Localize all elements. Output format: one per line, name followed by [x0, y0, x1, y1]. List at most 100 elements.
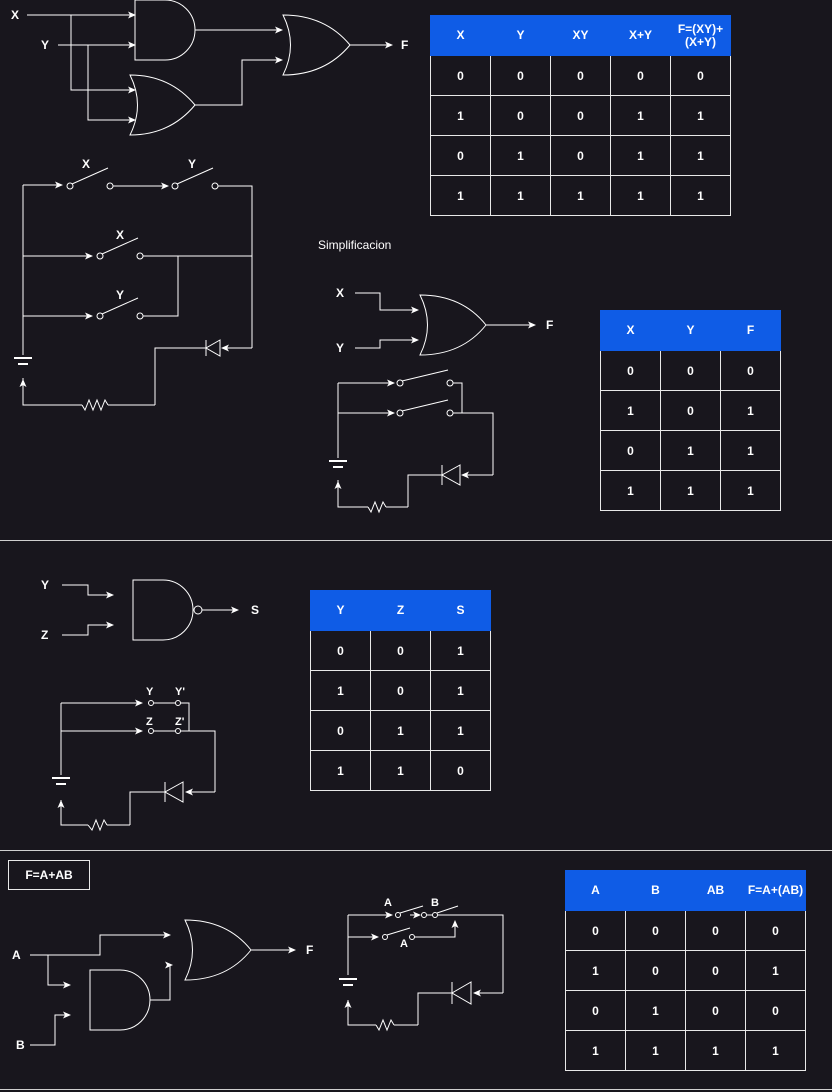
table-header: F [720, 310, 781, 351]
table-cell: 0 [660, 390, 721, 431]
table-cell: 1 [670, 175, 731, 216]
table-cell: 0 [565, 910, 626, 951]
input-z-label: Z [41, 628, 49, 642]
battery [14, 357, 32, 365]
table-cell: 1 [720, 390, 781, 431]
table-row: 0 0 0 0 0 [430, 55, 731, 96]
table-cell: 0 [490, 55, 551, 96]
table-header: F=(XY)+ (X+Y) [670, 15, 731, 56]
switch-b-label: B [431, 897, 439, 909]
table-cell: 1 [490, 175, 551, 216]
table-cell: 1 [430, 630, 491, 671]
table-row: 1 0 0 1 1 [430, 95, 731, 136]
input-a-label: A [12, 948, 21, 962]
switch-y-prime-label: Y' [175, 686, 185, 698]
table-header: F=A+(AB) [745, 870, 806, 911]
table-cell: 1 [565, 950, 626, 991]
table-cell: 0 [430, 750, 491, 791]
section-separator [0, 1089, 832, 1090]
output-f-label: F [401, 38, 409, 52]
resistor [375, 1018, 395, 1032]
table-cell: 1 [310, 750, 371, 791]
battery [329, 460, 347, 468]
simplified-input-x-label: X [336, 286, 345, 300]
table-cell: 0 [625, 910, 686, 951]
output-f-label: F [306, 943, 314, 957]
table-cell: 1 [550, 175, 611, 216]
switch-y-label: Y [146, 686, 154, 698]
table-cell: 1 [670, 135, 731, 176]
simplified-input-y-label: Y [336, 341, 345, 355]
nand-gate [132, 579, 194, 641]
input-b-label: B [16, 1038, 25, 1052]
table-row: 0 0 1 [310, 630, 491, 671]
and-gate [89, 969, 151, 1031]
simplification-title: Simplificacion [318, 238, 392, 252]
table-header: X+Y [610, 15, 671, 56]
table-cell: 1 [660, 470, 721, 511]
truth-table-1: X Y XY X+Y F=(XY)+ (X+Y) 0 0 0 0 0 1 0 0… [430, 15, 731, 216]
led-diode [451, 981, 472, 1005]
table-cell: 1 [685, 1030, 746, 1071]
table-cell: 1 [370, 710, 431, 751]
input-y-label: Y [41, 38, 50, 52]
switch-circuit-2 [329, 369, 494, 514]
table-row: 0 1 1 [600, 430, 781, 471]
table-row: 0 0 0 0 [565, 910, 806, 951]
table-cell: 0 [490, 95, 551, 136]
switch-x2-label: X [116, 228, 125, 242]
switch-circuit-1 [14, 167, 253, 412]
truth-table-3: Y Z S 0 0 1 1 0 1 0 1 1 1 1 0 [310, 590, 491, 791]
resistor [87, 818, 108, 832]
table-cell: 1 [720, 470, 781, 511]
table-cell: 1 [625, 990, 686, 1031]
table-cell: 0 [370, 630, 431, 671]
table-cell: 0 [310, 710, 371, 751]
table-header: AB [685, 870, 746, 911]
switch-x-label: X [82, 157, 91, 171]
simplified-gate [355, 292, 536, 356]
table-cell: 0 [565, 990, 626, 1031]
formula-box: F=A+AB [8, 860, 90, 890]
or-gate-simplified [419, 294, 487, 356]
table-header: Y [310, 590, 371, 631]
table-cell: 1 [610, 95, 671, 136]
table-cell: 0 [685, 950, 746, 991]
table-row: 1 1 1 1 1 [430, 175, 731, 216]
section-separator [0, 850, 832, 851]
table-cell: 1 [370, 750, 431, 791]
table-header: B [625, 870, 686, 911]
switch-a2-label: A [400, 938, 408, 950]
table-header: S [430, 590, 491, 631]
table-header: Y [660, 310, 721, 351]
table-cell: 1 [745, 1030, 806, 1071]
table-row: 0 1 0 1 1 [430, 135, 731, 176]
table-row: 1 0 0 1 [565, 950, 806, 991]
table-cell: 0 [670, 55, 731, 96]
table-cell: 0 [550, 135, 611, 176]
table-cell: 0 [610, 55, 671, 96]
switch-y-label: Y [188, 157, 197, 171]
table-cell: 1 [430, 710, 491, 751]
table-cell: 1 [670, 95, 731, 136]
table-row: 0 1 0 0 [565, 990, 806, 1031]
switch-z-prime-label: Z' [175, 716, 185, 728]
table-row: 1 0 1 [600, 390, 781, 431]
led-diode [163, 781, 184, 803]
table-cell: 0 [720, 350, 781, 391]
table-cell: 1 [565, 1030, 626, 1071]
table-cell: 1 [610, 135, 671, 176]
table-cell: 1 [745, 950, 806, 991]
table-cell: 1 [720, 430, 781, 471]
table-cell: 1 [310, 670, 371, 711]
gate-circuit-1 [27, 0, 393, 136]
table-cell: 1 [430, 670, 491, 711]
or-gate [129, 74, 196, 136]
switch-a-label: A [384, 897, 392, 909]
table-header: Z [370, 590, 431, 631]
table-row: 0 0 0 [600, 350, 781, 391]
table-cell: 0 [550, 55, 611, 96]
table-cell: 1 [430, 175, 491, 216]
table-cell: 1 [600, 390, 661, 431]
table-cell: 0 [745, 990, 806, 1031]
